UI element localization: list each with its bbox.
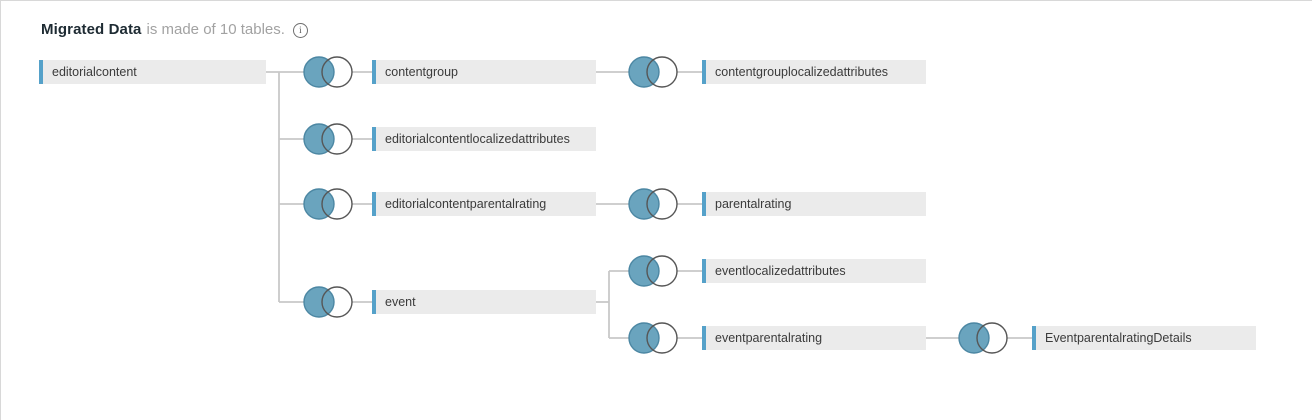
table-accent-bar <box>702 60 706 84</box>
table-node-label: contentgroup <box>385 65 458 79</box>
join-icon[interactable] <box>303 188 353 220</box>
table-node-label: event <box>385 295 416 309</box>
table-node-editorialcontentparentalrating[interactable]: editorialcontentparentalrating <box>372 192 596 216</box>
table-node-label: editorialcontent <box>52 65 137 79</box>
table-accent-bar <box>372 127 376 151</box>
table-accent-bar <box>702 326 706 350</box>
join-icon[interactable] <box>628 188 678 220</box>
table-node-label: eventparentalrating <box>715 331 823 345</box>
join-icon[interactable] <box>303 56 353 88</box>
table-accent-bar <box>39 60 43 84</box>
join-icon[interactable] <box>303 286 353 318</box>
table-node-EventparentalratingDetails[interactable]: EventparentalratingDetails <box>1032 326 1256 350</box>
table-accent-bar <box>1032 326 1036 350</box>
table-node-eventlocalizedattributes[interactable]: eventlocalizedattributes <box>702 259 926 283</box>
table-accent-bar <box>372 192 376 216</box>
table-node-label: editorialcontentlocalizedattributes <box>385 132 570 146</box>
page-subtitle: is made of 10 tables. <box>146 21 285 38</box>
join-icon[interactable] <box>628 255 678 287</box>
table-accent-bar <box>702 192 706 216</box>
model-header: Migrated Data is made of 10 tables. i <box>41 21 308 39</box>
table-node-label: parentalrating <box>715 197 792 211</box>
table-accent-bar <box>372 60 376 84</box>
table-node-label: eventlocalizedattributes <box>715 264 846 278</box>
info-icon[interactable]: i <box>292 22 308 38</box>
table-node-eventparentalrating[interactable]: eventparentalrating <box>702 326 926 350</box>
join-icon[interactable] <box>628 322 678 354</box>
table-node-editorialcontentlocalizedattributes[interactable]: editorialcontentlocalizedattributes <box>372 127 596 151</box>
table-node-label: EventparentalratingDetails <box>1045 331 1192 345</box>
table-node-label: editorialcontentparentalrating <box>385 197 547 211</box>
table-node-contentgrouplocalizedattributes[interactable]: contentgrouplocalizedattributes <box>702 60 926 84</box>
table-node-contentgroup[interactable]: contentgroup <box>372 60 596 84</box>
join-icon[interactable] <box>958 322 1008 354</box>
table-node-label: contentgrouplocalizedattributes <box>715 65 889 79</box>
table-accent-bar <box>372 290 376 314</box>
table-node-editorialcontent[interactable]: editorialcontent <box>39 60 266 84</box>
table-accent-bar <box>702 259 706 283</box>
table-node-parentalrating[interactable]: parentalrating <box>702 192 926 216</box>
join-icon[interactable] <box>628 56 678 88</box>
table-node-event[interactable]: event <box>372 290 596 314</box>
join-icon[interactable] <box>303 123 353 155</box>
page-title: Migrated Data <box>41 21 142 38</box>
